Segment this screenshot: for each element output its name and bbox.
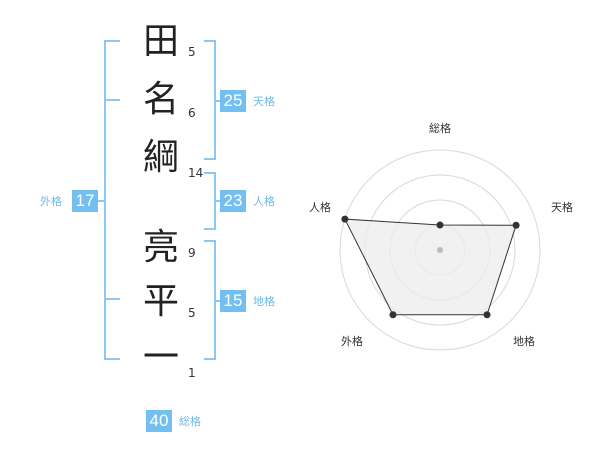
- gaikaku-label: 外格: [40, 195, 62, 208]
- radar-point: [341, 215, 349, 223]
- jinkaku-label: 人格: [253, 195, 275, 208]
- stroke-count-6: 1: [188, 366, 196, 380]
- stroke-count-3: 14: [188, 166, 204, 180]
- radar-point: [389, 311, 397, 319]
- name-char-5: 平: [142, 281, 179, 322]
- tenkaku-label: 天格: [253, 95, 275, 108]
- radar-point: [512, 221, 520, 229]
- radar-label-tenkaku: 天格: [551, 201, 573, 214]
- radar-area: [344, 218, 517, 316]
- radar-label-gaikaku: 外格: [341, 335, 363, 348]
- jinkaku-value: 23: [220, 190, 246, 212]
- name-char-2: 名: [142, 79, 179, 120]
- chikaku-value: 15: [220, 290, 246, 312]
- gaikaku-value: 17: [72, 190, 98, 212]
- name-char-4: 亮: [142, 227, 179, 268]
- name-char-6: 一: [142, 337, 179, 378]
- name-char-3: 綱: [142, 137, 179, 178]
- radar-label-jinkaku: 人格: [309, 201, 331, 214]
- radar-ring: [339, 149, 541, 351]
- chikaku-label: 地格: [253, 295, 275, 308]
- stroke-count-4: 9: [188, 246, 196, 260]
- name-char-1: 田: [142, 21, 179, 62]
- stroke-count-1: 5: [188, 45, 196, 59]
- radar-center: [437, 247, 443, 253]
- soukaku-label: 総格: [179, 415, 201, 428]
- stroke-count-5: 5: [188, 306, 196, 320]
- soukaku-value: 40: [146, 410, 172, 432]
- radar-label-soukaku: 総格: [429, 122, 451, 135]
- stroke-count-2: 6: [188, 106, 196, 120]
- radar-point: [436, 221, 444, 229]
- tenkaku-value: 25: [220, 90, 246, 112]
- radar-point: [483, 311, 491, 319]
- radar-label-chikaku: 地格: [513, 335, 535, 348]
